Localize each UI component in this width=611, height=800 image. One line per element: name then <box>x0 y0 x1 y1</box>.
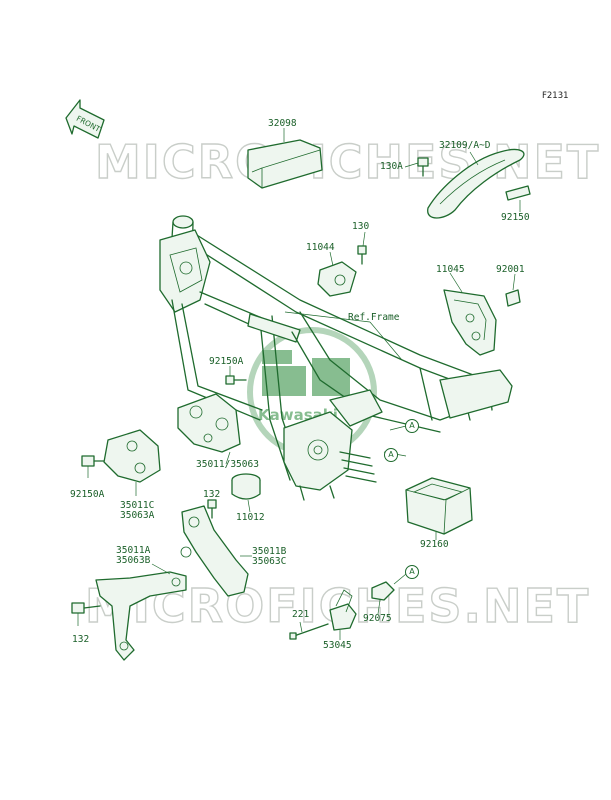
label-132-top: 132 <box>203 489 221 500</box>
part-132-bolt-top <box>207 499 217 519</box>
label-92160: 92160 <box>420 539 449 550</box>
label-ref-frame: Ref.Frame <box>348 312 400 323</box>
label-11045: 11045 <box>436 264 465 275</box>
label-35011-35063: 35011/35063 <box>196 459 259 470</box>
part-35011A-bracket <box>71 563 187 661</box>
part-92160-tray <box>405 477 473 540</box>
part-32109-guard <box>404 148 531 219</box>
label-132-bottom: 132 <box>72 634 90 645</box>
label-92150: 92150 <box>501 212 530 223</box>
watermark-top: MICROFICHES.NET <box>95 135 600 189</box>
part-35011B-bracket <box>180 505 252 597</box>
part-35011-bracket <box>177 393 241 465</box>
part-11045-plate <box>443 272 521 356</box>
label-11044: 11044 <box>306 242 335 253</box>
label-11012: 11012 <box>236 512 265 523</box>
label-221: 221 <box>292 609 310 620</box>
front-arrow-icon: FRONT <box>65 99 105 139</box>
label-32109: 32109/A~D <box>439 140 491 151</box>
label-35011A: 35011A <box>116 545 151 556</box>
label-92075: 92075 <box>363 613 392 624</box>
callout-a-clamp: A <box>405 565 419 579</box>
part-35011C-bracket <box>103 429 161 496</box>
label-35011B: 35011B <box>252 546 287 557</box>
part-11012-cap <box>231 473 261 513</box>
label-130A: 130A <box>380 161 403 172</box>
label-32098: 32098 <box>268 118 297 129</box>
part-11044-bracket <box>317 231 367 297</box>
main-frame <box>159 215 513 501</box>
label-130: 130 <box>352 221 370 232</box>
label-92150A-left: 92150A <box>70 489 105 500</box>
callout-a-frame-lower: A <box>384 448 398 462</box>
figure-code: F2131 <box>542 91 569 101</box>
label-35063B: 35063B <box>116 555 151 566</box>
label-35063C: 35063C <box>252 556 287 567</box>
label-92150A-top: 92150A <box>209 356 244 367</box>
part-53045-clamp <box>289 573 407 640</box>
label-35063A: 35063A <box>120 510 155 521</box>
label-53045: 53045 <box>323 640 352 651</box>
label-35011C: 35011C <box>120 500 155 511</box>
label-92001: 92001 <box>496 264 525 275</box>
part-32098-cover <box>247 128 323 189</box>
callout-a-frame-upper: A <box>405 419 419 433</box>
part-92150A-bolt-top <box>225 366 247 385</box>
